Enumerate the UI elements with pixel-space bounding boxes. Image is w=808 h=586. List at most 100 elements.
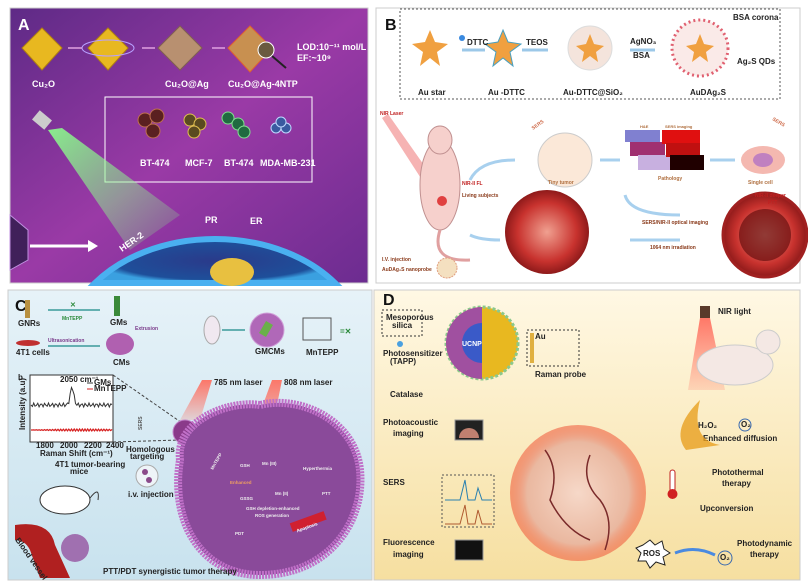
- enhanced-diffusion-label: Enhanced diffusion: [703, 434, 777, 443]
- cell-lines-box: [104, 96, 313, 183]
- hyperthermia-label: Hyperthermia: [303, 466, 333, 471]
- synthesis-label: AuDAg₂S: [690, 88, 727, 97]
- ultrasonication-label: Ultrasonication: [48, 338, 84, 344]
- gsh-label: GSH: [240, 463, 250, 468]
- tumor-icon: [505, 190, 589, 274]
- cancer-cell: [87, 236, 343, 286]
- mesoporous-label: Mesoporous: [386, 313, 434, 322]
- photoacoustic-label: Photoacoustic: [383, 418, 439, 427]
- nir-light-label: NIR light: [718, 307, 751, 316]
- au-dttc-icon: [483, 28, 523, 68]
- bsa-corona-label: BSA corona: [733, 13, 779, 22]
- tiny-tumor-icon: [537, 132, 593, 188]
- ros-generation-label: ROS generation: [255, 513, 289, 518]
- depletion-label: GSH depletion-enhanced: [246, 506, 300, 511]
- label-cu2o: Cu₂O: [32, 79, 55, 89]
- thermometer-icon: [669, 469, 676, 493]
- mouse-icon: [39, 485, 91, 515]
- 4t1-cells-icon: [16, 340, 40, 346]
- gssg-label: GSSG: [240, 496, 254, 501]
- nanoprobe-icon: [436, 257, 458, 279]
- workflow-arrows: [468, 158, 735, 242]
- tumor-tissue-icon: [61, 534, 89, 562]
- tumor-cell: [174, 398, 365, 580]
- cell-label: BT-474: [140, 158, 170, 168]
- au-label: Au: [535, 332, 546, 341]
- dttc-label: DTTC: [467, 38, 489, 47]
- mntepp-spectrum: [31, 427, 113, 433]
- au-star-icon: [412, 30, 448, 66]
- panel-d: D Mesoporous silica Photosensitizer (TAP…: [373, 289, 801, 581]
- gm-icon: [114, 296, 120, 316]
- arrow: [674, 548, 716, 557]
- mntepp-structure-icon: [302, 317, 332, 341]
- photodynamic-label: therapy: [750, 550, 779, 559]
- er-label: ER: [250, 216, 263, 226]
- gmcms-label: GMCMs: [255, 347, 285, 356]
- ptt-label: PTT: [322, 491, 331, 496]
- laser-785-label: 785 nm laser: [214, 378, 262, 387]
- cell-label: BT-474: [224, 158, 254, 168]
- o2-label: O₂: [741, 420, 751, 429]
- synthesis-label: Au -DTTC: [488, 88, 525, 97]
- silica-label: silica: [392, 321, 413, 330]
- tumor-icon: [510, 425, 646, 561]
- cell-label: MDA-MB-231: [260, 158, 316, 168]
- agno3-label: AgNO₃: [630, 37, 657, 46]
- sers-imaging-image: [662, 130, 700, 144]
- nir-lamp-icon: [700, 306, 710, 318]
- fluorescence-label: imaging: [393, 550, 424, 559]
- sers-label: SERS: [138, 416, 144, 430]
- raman-probe-box: [526, 329, 580, 367]
- synthesis-label: Au star: [418, 88, 446, 97]
- mntepp-structure-label: MnTEPP: [306, 348, 339, 357]
- gms-spectrum: [30, 385, 113, 409]
- panel-a: A Cu₂O Cu₂O@Ag Cu₂O@Ag-4NTP LOD:10⁻¹¹ mo…: [9, 7, 369, 286]
- mntepp-cross-icon: ✕: [70, 302, 76, 309]
- photodynamic-label: Photodynamic: [737, 539, 793, 548]
- apoptosis-banner: [289, 511, 327, 532]
- panel-b: B DTTC TEOS AgNO₃ BSA BSA corona Ag₂S QD…: [375, 7, 808, 284]
- ros-label: ROS: [643, 549, 661, 558]
- nanoprobe-label: AuDAg₂S nanoprobe: [382, 267, 432, 273]
- panel-label: A: [18, 17, 30, 34]
- raman-inset: b 2050 cm⁻¹ GMs MnTEPP Intensity (a.u) 1…: [18, 373, 127, 458]
- photoacoustic-label: imaging: [393, 429, 424, 438]
- lod-text: LOD:10⁻¹¹ mol/L: [297, 42, 367, 52]
- fluorescence-label: Fluorescence: [383, 538, 435, 547]
- bsa-label: BSA: [633, 51, 650, 60]
- laser-probe-icon: [32, 110, 52, 130]
- nucleus-icon: [210, 258, 254, 286]
- mice-label: 4T1 tumor-bearing: [55, 460, 125, 469]
- irradiation-label: 1064 nm irradiation: [650, 245, 696, 251]
- nir-fl-label: NIR-II FL: [462, 181, 483, 187]
- y-axis-label: Intensity (a.u): [18, 378, 27, 430]
- sers-imaging-label: SERS imaging: [665, 124, 693, 129]
- label-cu2o-ag-4ntp: Cu₂O@Ag-4NTP: [228, 79, 298, 89]
- flame-icon: [680, 400, 720, 450]
- photothermal-label: therapy: [722, 479, 751, 488]
- raman-probe-label: Raman probe: [535, 370, 587, 379]
- therapy-label: PTT/PDT synergistic tumor therapy: [103, 567, 237, 576]
- mntepp-label: MnTEPP: [62, 316, 83, 322]
- x-tick: 2400: [106, 441, 124, 450]
- mice-label: mice: [70, 467, 89, 476]
- mouse-icon: [696, 344, 774, 386]
- he-image: [625, 130, 660, 142]
- x-tick: 1800: [36, 441, 54, 450]
- cell-label: MCF-7: [185, 158, 213, 168]
- nir-ptt-label: NIR-II deeper: [755, 193, 786, 199]
- inset-label: b: [18, 373, 23, 382]
- sers-spectra-box: [441, 474, 495, 528]
- peak-label: 2050 cm⁻¹: [60, 375, 99, 384]
- cu2o-octahedron-icon: [21, 27, 63, 71]
- ucnp-label: UCNP: [462, 341, 482, 348]
- blood-vessel-icon: [15, 524, 70, 578]
- magnifier-icon: [257, 41, 275, 59]
- synthesis-label: Au-DTTC@SiO₂: [563, 88, 623, 97]
- gnrs-label: GNRs: [18, 319, 41, 328]
- cms-label: CMs: [113, 358, 130, 367]
- fluorescence-monitor-icon: [454, 539, 484, 561]
